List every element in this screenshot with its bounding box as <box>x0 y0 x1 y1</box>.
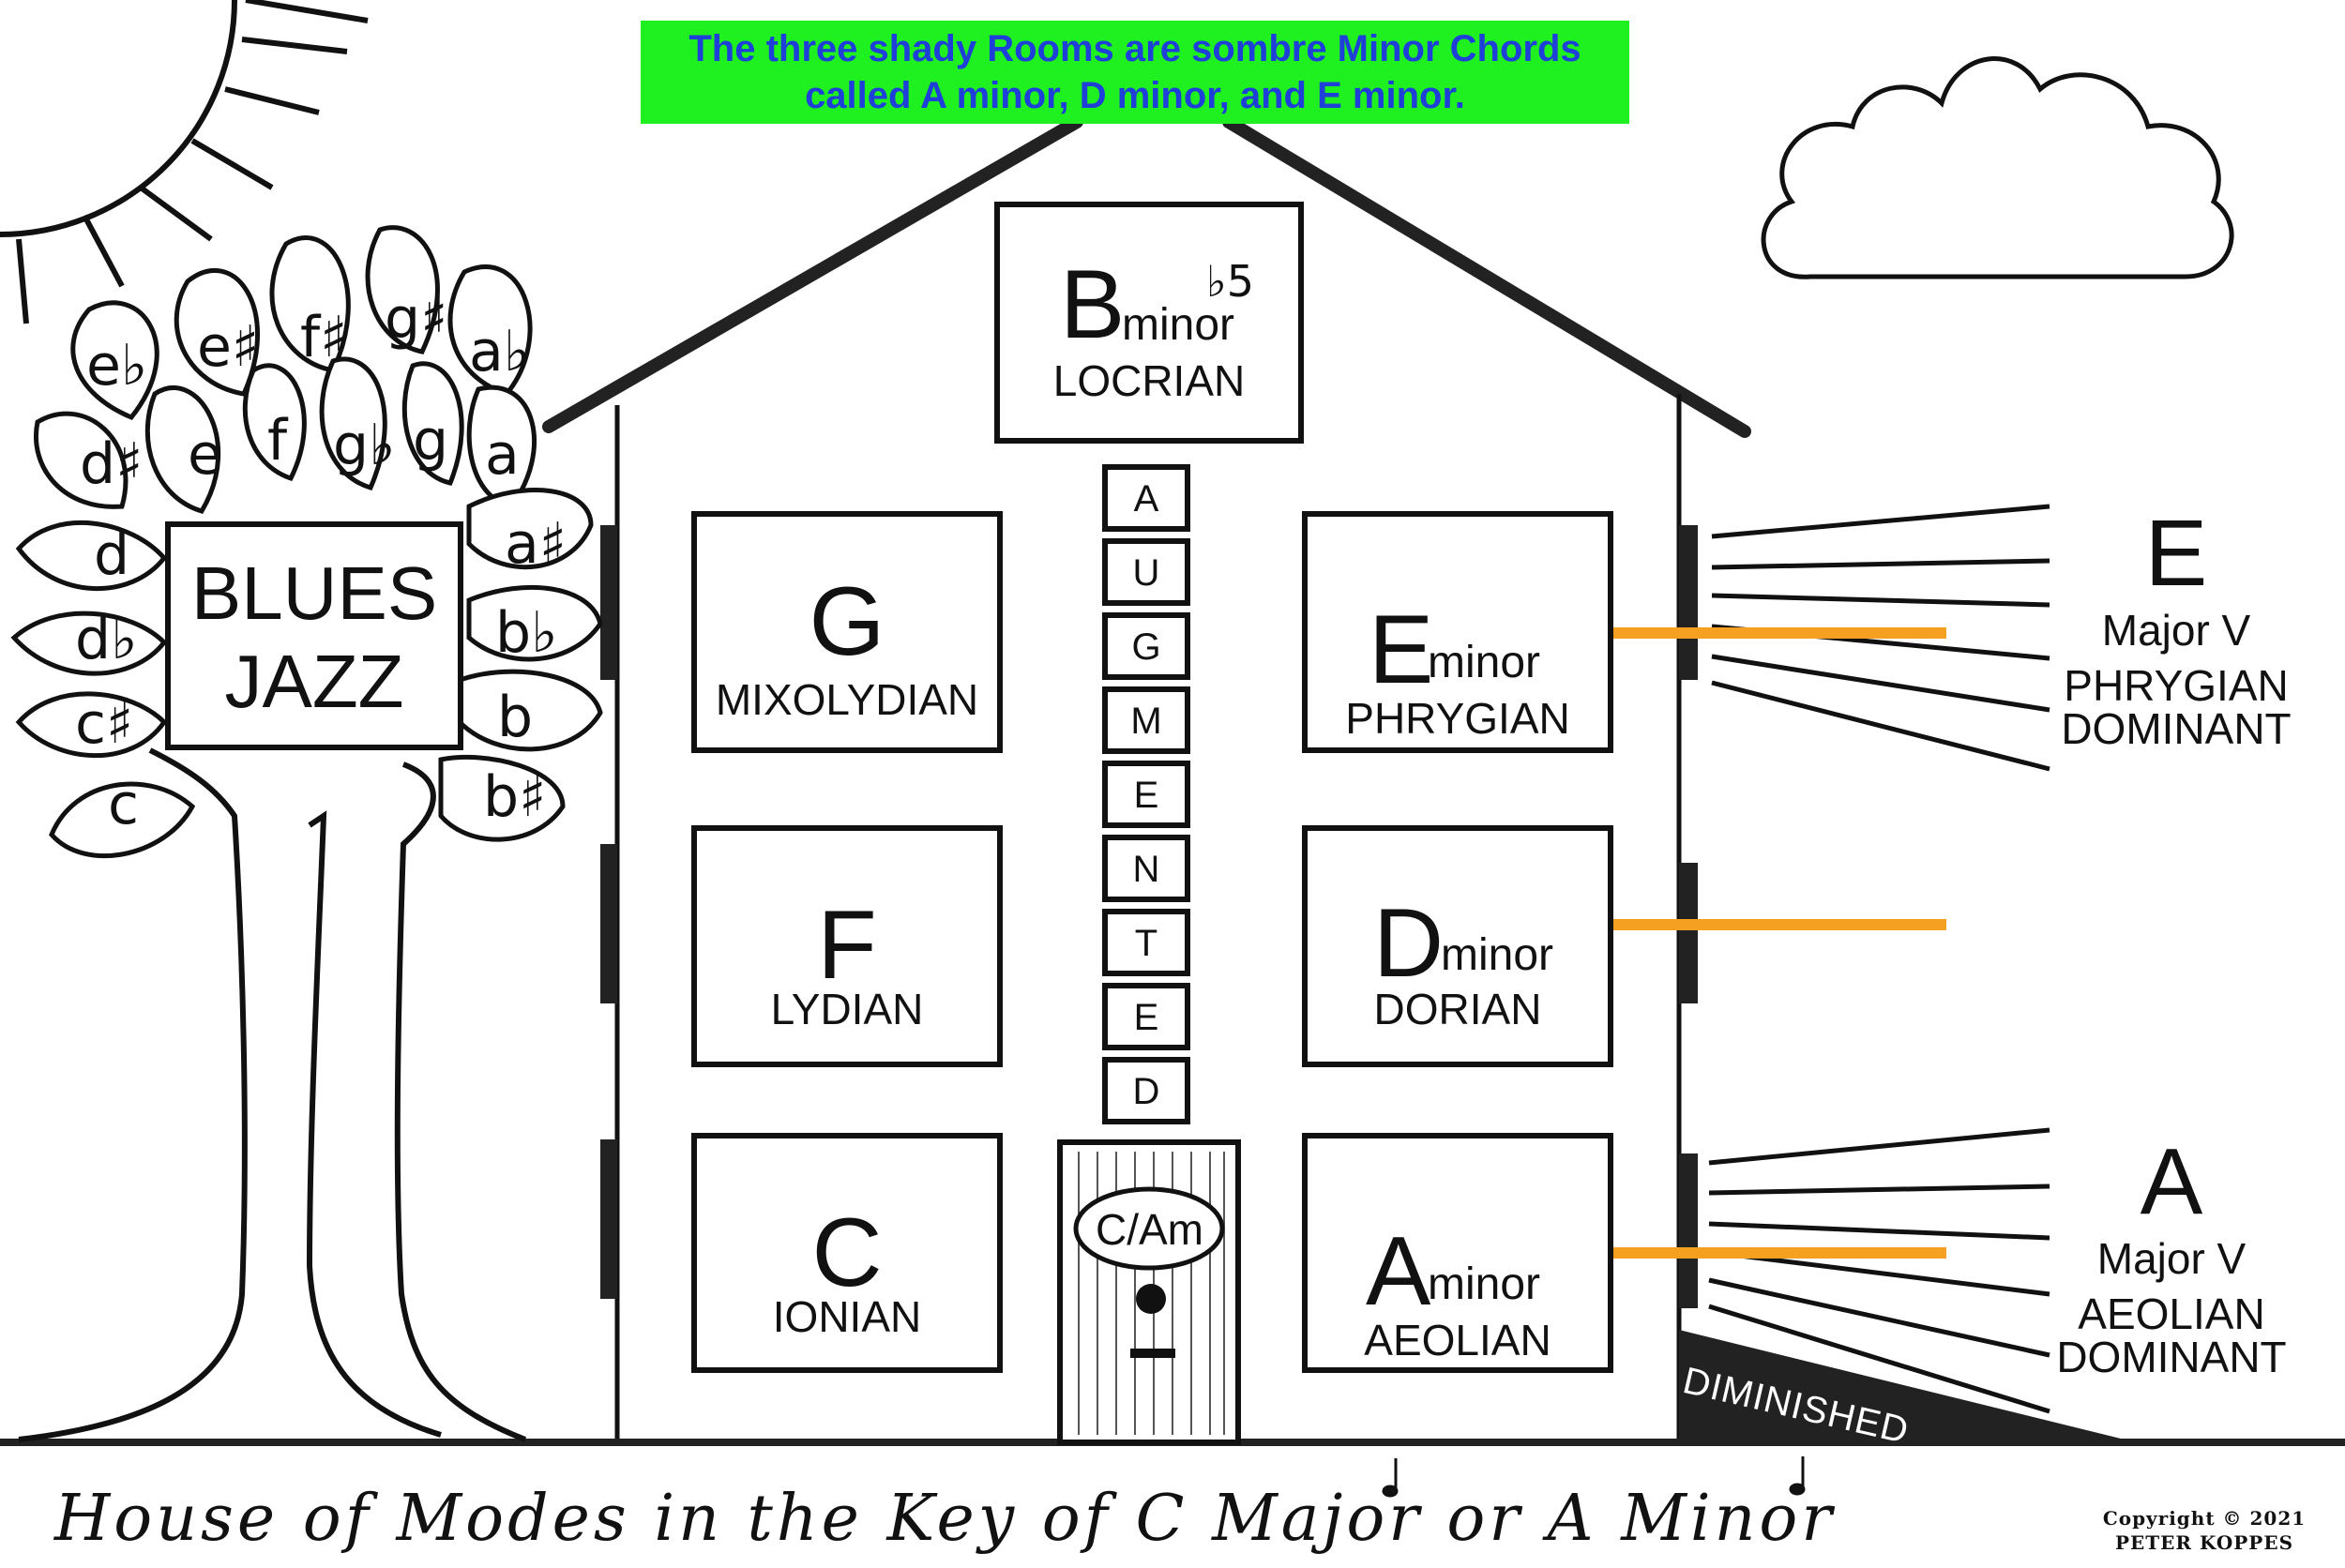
room-c-mode: IONIAN <box>772 1292 922 1341</box>
room-e-minor: minor <box>1428 638 1541 687</box>
note-label: d♭ <box>75 607 138 672</box>
room-d-mode: DORIAN <box>1373 985 1542 1033</box>
side-e-mode: PHRYGIAN <box>2064 661 2289 710</box>
room-e-mode: PHRYGIAN <box>1345 694 1570 743</box>
jazz-label: JAZZ <box>224 640 404 723</box>
room-c-letter: C <box>811 1199 883 1307</box>
augmented-letter: A <box>1102 464 1190 532</box>
augmented-letter: E <box>1102 983 1190 1050</box>
door-label: C/Am <box>1096 1205 1203 1254</box>
tree-trunk <box>18 747 527 1442</box>
shutters <box>600 525 1698 1308</box>
room-d-minor: minor <box>1441 930 1554 980</box>
banner-line-2: called A minor, D minor, and E minor. <box>805 75 1465 116</box>
room-c-ionian[interactable]: C IONIAN <box>691 1133 1003 1373</box>
diminished-wedge <box>1679 1330 2125 1440</box>
augmented-letter: E <box>1102 761 1190 828</box>
room-b-mode: LOCRIAN <box>1052 356 1246 405</box>
note-label: f♯ <box>300 305 348 370</box>
info-banner: The three shady Rooms are sombre Minor C… <box>641 21 1629 124</box>
side-e-dominant: DOMINANT <box>2061 704 2292 753</box>
note-label: e <box>188 422 222 488</box>
room-b-minor: minor <box>1122 300 1235 350</box>
sun-icon <box>0 0 369 324</box>
side-e-major: Major V <box>2101 606 2251 655</box>
augmented-letter: T <box>1102 909 1190 976</box>
tree-leaves <box>10 225 603 859</box>
roof <box>542 115 1751 438</box>
room-g-letter: G <box>809 567 885 676</box>
note-label: a♭ <box>469 319 531 384</box>
note-label: b♭ <box>495 600 558 666</box>
room-e-letter: E <box>1369 596 1434 704</box>
note-label: g <box>413 408 449 474</box>
footer-title: House of Modes in the Key of C Major or … <box>54 1482 1836 1556</box>
augmented-letter: N <box>1102 835 1190 902</box>
side-e-letter: E <box>2144 501 2208 606</box>
note-label: f <box>267 408 288 474</box>
blues-jazz-sign: BLUES JAZZ <box>165 521 463 750</box>
door[interactable] <box>1057 1139 1241 1445</box>
note-label: g♯ <box>385 286 448 352</box>
note-label: d♯ <box>80 431 144 497</box>
music-note-icon <box>1382 1456 1806 1498</box>
room-a-letter: A <box>1366 1217 1431 1326</box>
room-e-phrygian[interactable]: E minor PHRYGIAN <box>1302 511 1613 753</box>
side-a-letter: A <box>2140 1129 2203 1234</box>
room-a-mode: AEOLIAN <box>1364 1316 1551 1364</box>
augmented-letter: G <box>1102 612 1190 680</box>
room-b-letter: B <box>1060 250 1126 359</box>
room-d-letter: D <box>1373 889 1445 998</box>
room-f-letter: F <box>817 891 877 1000</box>
note-label: g♭ <box>333 413 396 478</box>
side-a-major: Major V <box>2096 1234 2247 1283</box>
note-label: b <box>497 685 534 750</box>
copyright-line-2: PETER KOPPES <box>2114 1531 2294 1554</box>
cloud-icon <box>1761 56 2234 279</box>
augmented-letter: M <box>1102 686 1190 754</box>
note-label: a♯ <box>505 511 567 577</box>
note-label: b♯ <box>483 764 547 830</box>
light-beams-a <box>1708 1127 2050 1414</box>
copyright: Copyright © 2021 PETER KOPPES <box>2092 1506 2317 1555</box>
note-label: e♯ <box>197 314 259 380</box>
door-knob <box>1136 1284 1166 1314</box>
augmented-letter: U <box>1102 538 1190 606</box>
note-label: c♯ <box>75 691 134 757</box>
room-b-locrian[interactable]: B ♭5 minor LOCRIAN <box>994 202 1304 444</box>
side-a-label: A Major V AEOLIAN DOMINANT <box>2050 1135 2293 1379</box>
side-e-label: E Major V PHRYGIAN DOMINANT <box>2054 506 2298 750</box>
room-a-aeolian[interactable]: A minor AEOLIAN <box>1302 1133 1613 1373</box>
room-g-mode: MIXOLYDIAN <box>715 675 979 724</box>
room-d-dorian[interactable]: D minor DORIAN <box>1302 825 1613 1067</box>
augmented-letter: D <box>1102 1057 1190 1124</box>
copyright-line-1: Copyright © 2021 <box>2102 1507 2307 1530</box>
side-a-mode: AEOLIAN <box>2078 1289 2265 1338</box>
note-label: a <box>485 422 520 488</box>
room-f-lydian[interactable]: F LYDIAN <box>691 825 1003 1067</box>
light-beams-e <box>1711 504 2050 772</box>
side-a-dominant: DOMINANT <box>2056 1333 2287 1381</box>
banner-line-1: The three shady Rooms are sombre Minor C… <box>688 28 1581 69</box>
room-a-minor: minor <box>1428 1259 1541 1309</box>
room-g-mixolydian[interactable]: G MIXOLYDIAN <box>691 511 1003 753</box>
room-b-flat5: ♭5 <box>1206 256 1254 307</box>
note-label: d <box>94 522 130 588</box>
blues-label: BLUES <box>190 551 438 635</box>
room-f-mode: LYDIAN <box>770 985 924 1033</box>
note-label: c <box>108 772 139 837</box>
note-label: e♭ <box>86 333 148 399</box>
